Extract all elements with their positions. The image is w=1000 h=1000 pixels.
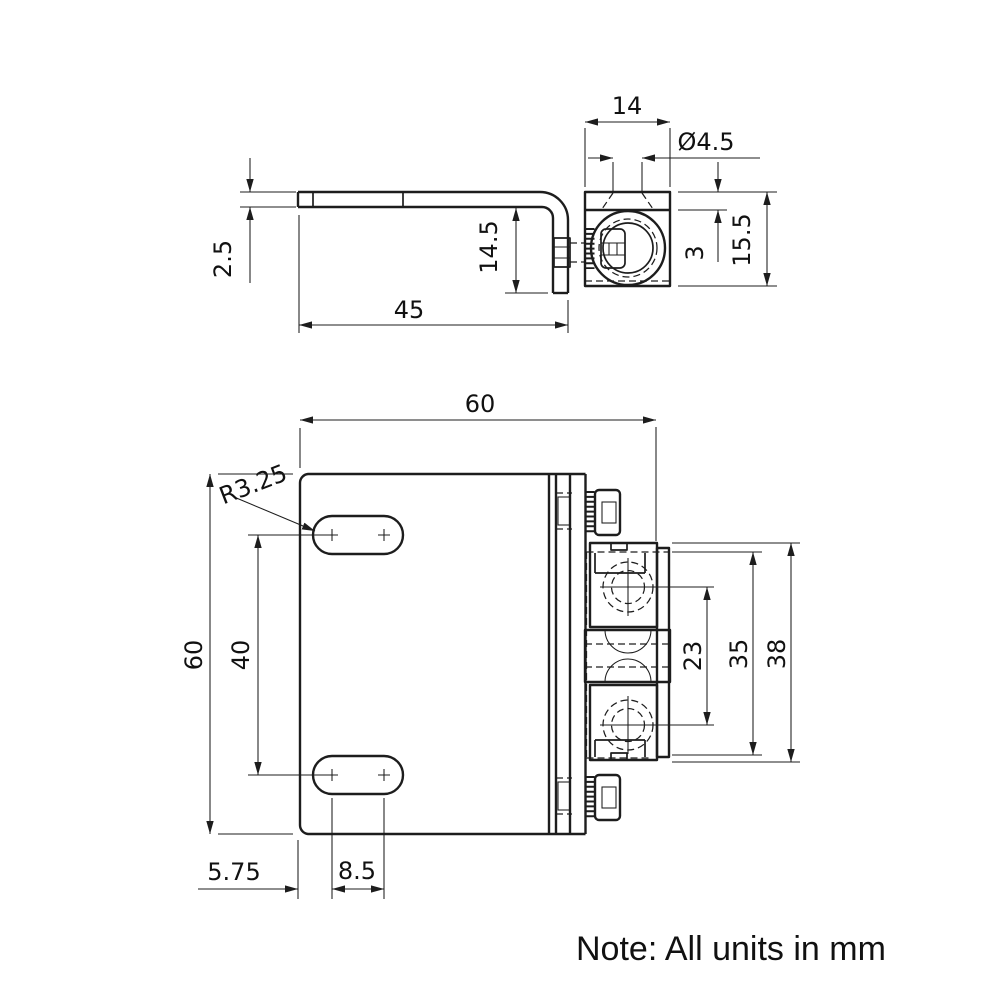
dim-slot-centers-spacing: 8.5 <box>338 857 376 885</box>
front-view-screw-top <box>556 488 622 537</box>
front-view-dimensions: 60 R3.25 60 40 5.75 8.5 23 <box>180 390 800 899</box>
dim-hinge-inner-span: 35 <box>725 639 753 670</box>
dim-slot-radius: R3.25 <box>215 459 291 510</box>
dim-plate-length: 45 <box>394 296 425 324</box>
side-view-clamp-screw <box>553 237 586 268</box>
dim-slot-rows-spacing: 40 <box>227 640 255 671</box>
dim-overall-width: 60 <box>465 390 496 418</box>
hinge-back-strip <box>655 546 671 759</box>
side-view-dimensions: 14 Ø4.5 2.5 14.5 45 3 <box>209 92 777 333</box>
dim-edge-to-slot-center: 5.75 <box>207 858 260 886</box>
dim-hinge-block-height: 15.5 <box>728 213 756 266</box>
hinge-knuckle-top <box>588 541 659 629</box>
hinge-knuckle-bottom <box>588 683 659 762</box>
front-view-hinge <box>583 541 714 762</box>
dim-plate-thickness: 2.5 <box>209 240 237 278</box>
dim-hinge-block-width: 14 <box>612 92 643 120</box>
side-view-plate-outline <box>296 190 570 295</box>
dim-overall-height: 60 <box>180 640 208 671</box>
side-view-hinge-block <box>553 190 672 288</box>
hinge-boss-circle <box>589 209 667 287</box>
front-view-plate-outline <box>298 472 587 836</box>
front-view-screw-bottom <box>556 773 622 822</box>
hinge-shaft <box>583 628 672 684</box>
side-view: 14 Ø4.5 2.5 14.5 45 3 <box>209 92 777 333</box>
dim-hole-diameter: Ø4.5 <box>677 128 734 156</box>
dim-flange-depth: 14.5 <box>475 220 503 273</box>
dim-hinge-outer-span: 38 <box>763 639 791 670</box>
dim-boss-inset: 3 <box>681 245 709 260</box>
front-view: 60 R3.25 60 40 5.75 8.5 23 <box>180 390 800 899</box>
side-view-screw-head <box>600 228 626 269</box>
units-note: Note: All units in mm <box>576 930 886 968</box>
dim-hinge-pin-spacing: 23 <box>679 641 707 672</box>
